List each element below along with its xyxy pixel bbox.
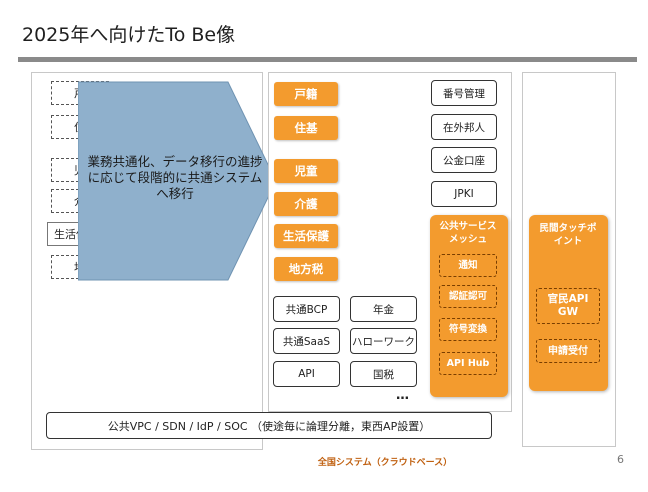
footer-caption: 全国システム（クラウドベース） (317, 458, 453, 468)
page-number: 6 (617, 453, 624, 466)
common-btn-seikatsu-hogo[interactable]: 生活保護 (274, 224, 338, 248)
common-btn-chihouzei[interactable]: 地方税 (274, 257, 338, 281)
box-nenkin: 年金 (350, 296, 417, 322)
touchpoint-item-shinsei-uketsuke[interactable]: 申請受付 (536, 339, 600, 363)
common-btn-kaigo[interactable]: 介護 (274, 192, 338, 216)
box-hellowork: ハローワーク (350, 328, 417, 354)
mesh-item-tsuuchi[interactable]: 通知 (439, 254, 497, 277)
mesh-item-api-hub[interactable]: API Hub (439, 352, 497, 375)
private-touchpoint-column (529, 215, 608, 391)
private-touchpoint-title: 民間タッチポイント (539, 223, 597, 247)
common-btn-jido[interactable]: 児童 (274, 159, 338, 183)
box-api: API (273, 361, 340, 387)
mesh-item-fugou-henkan[interactable]: 符号変換 (439, 318, 497, 341)
box-kyoutsuu-bcp: 共通BCP (273, 296, 340, 322)
box-koukin-kouza: 公金口座 (431, 147, 497, 173)
ellipsis: … (396, 388, 409, 403)
box-bangou-kanri: 番号管理 (431, 80, 497, 106)
box-zaigai-houjin: 在外邦人 (431, 114, 497, 140)
title-underline (18, 57, 637, 62)
touchpoint-item-kanmin-api-gw[interactable]: 官民API GW (536, 288, 600, 324)
service-mesh-title: 公共サービスメッシュ (439, 221, 497, 245)
box-kokuzei: 国税 (350, 361, 417, 387)
mesh-item-ninshou-ninka[interactable]: 認証認可 (439, 285, 497, 308)
migration-arrow (78, 81, 277, 281)
page-title: 2025年へ向けたTo Be像 (22, 24, 236, 46)
common-btn-koseki[interactable]: 戸籍 (274, 82, 338, 106)
box-kyoutsuu-saas: 共通SaaS (273, 328, 340, 354)
common-btn-juki[interactable]: 住基 (274, 116, 338, 140)
network-infrastructure-bar: 公共VPC / SDN / IdP / SOC （使途毎に論理分離，東西AP設置… (46, 412, 492, 439)
box-jpki: JPKI (431, 181, 497, 207)
migration-arrow-text: 業務共通化、データ移行の進捗に応じて段階的に共通システムへ移行 (87, 154, 263, 201)
